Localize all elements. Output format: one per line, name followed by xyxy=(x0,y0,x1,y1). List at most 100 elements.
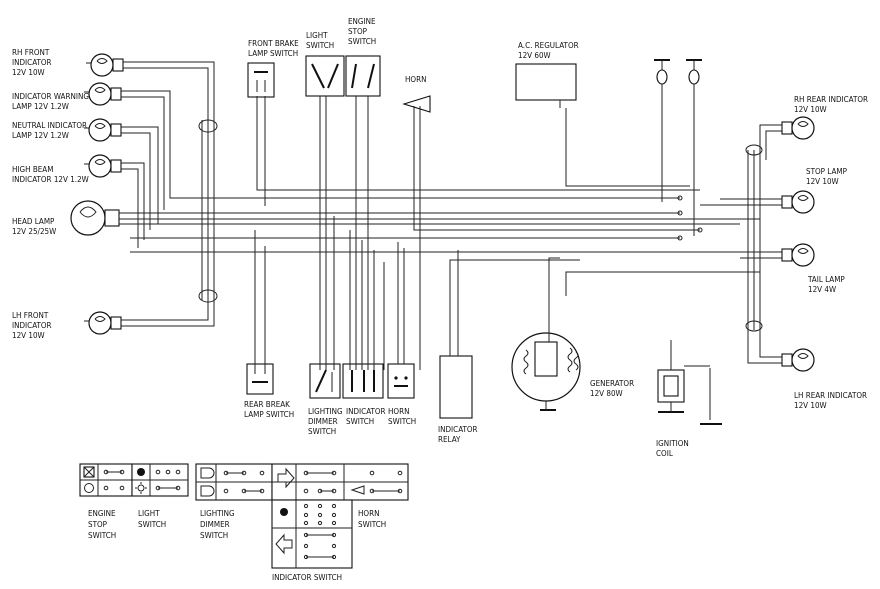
svg-text:SWITCH: SWITCH xyxy=(308,427,336,436)
label-front-brake-lamp-switch: FRONT BRAKE LAMP SWITCH xyxy=(248,39,299,58)
svg-text:12V 60W: 12V 60W xyxy=(518,51,551,60)
svg-text:DIMMER: DIMMER xyxy=(200,520,230,529)
svg-text:STOP LAMP: STOP LAMP xyxy=(806,167,848,176)
legend-lighting-dimmer-switch-table xyxy=(195,463,273,501)
horn-symbol xyxy=(402,95,431,120)
svg-text:12V 10W: 12V 10W xyxy=(12,331,45,340)
high-beam-indicator-bulb xyxy=(83,154,128,178)
svg-text:INDICATOR: INDICATOR xyxy=(438,425,478,434)
svg-text:RELAY: RELAY xyxy=(438,435,461,444)
lighting-dimmer-switch-box xyxy=(309,363,341,399)
svg-text:INDICATOR: INDICATOR xyxy=(12,321,52,330)
legend-label-engine-stop-switch: ENGINE STOP SWITCH xyxy=(88,509,116,540)
label-neutral-indicator-lamp: NEUTRAL INDICATOR LAMP 12V 1.2W xyxy=(12,121,87,140)
svg-text:STOP: STOP xyxy=(88,520,108,529)
svg-text:ENGINE: ENGINE xyxy=(88,509,116,518)
label-engine-stop-switch: ENGINE STOP SWITCH xyxy=(348,17,376,46)
svg-text:INDICATOR: INDICATOR xyxy=(346,407,386,416)
svg-text:HIGH BEAM: HIGH BEAM xyxy=(12,165,53,174)
label-indicator-warning-lamp: INDICATOR WARNING LAMP 12V 1.2W xyxy=(12,92,89,111)
label-rh-front-indicator: RH FRONT INDICATOR 12V 10W xyxy=(12,48,52,77)
svg-text:REAR BREAK: REAR BREAK xyxy=(244,400,290,409)
indicator-switch-box xyxy=(342,363,384,399)
svg-text:STOP: STOP xyxy=(348,27,368,36)
label-light-switch: LIGHT SWITCH xyxy=(306,31,334,50)
svg-text:INDICATOR WARNING: INDICATOR WARNING xyxy=(12,92,89,101)
svg-text:SWITCH: SWITCH xyxy=(358,520,386,529)
wiring-harness xyxy=(119,61,776,370)
head-lamp-bulb xyxy=(70,200,120,236)
indicator-relay-box xyxy=(439,342,473,419)
label-tail-lamp: TAIL LAMP 12V 4W xyxy=(807,275,845,294)
label-high-beam-indicator: HIGH BEAM INDICATOR 12V 1.2W xyxy=(12,165,89,184)
legend-label-light-switch: LIGHT SWITCH xyxy=(138,509,166,529)
svg-text:COIL: COIL xyxy=(656,449,673,458)
svg-text:LIGHTING: LIGHTING xyxy=(200,509,235,518)
horn-switch-box xyxy=(387,363,415,399)
svg-text:LAMP SWITCH: LAMP SWITCH xyxy=(248,49,298,58)
ground-terminals xyxy=(654,59,702,85)
generator-symbol xyxy=(511,296,581,411)
label-indicator-relay: INDICATOR RELAY xyxy=(438,425,478,444)
svg-text:LAMP SWITCH: LAMP SWITCH xyxy=(244,410,294,419)
light-switch-box xyxy=(305,55,345,97)
label-rh-rear-indicator: RH REAR INDICATOR 12V 10W xyxy=(794,95,868,114)
ignition-coil-symbol xyxy=(657,340,722,425)
svg-text:GENERATOR: GENERATOR xyxy=(590,379,634,388)
svg-text:INDICATOR: INDICATOR xyxy=(12,58,52,67)
legend-label-indicator-switch: INDICATOR SWITCH xyxy=(272,573,342,582)
svg-text:FRONT BRAKE: FRONT BRAKE xyxy=(248,39,299,48)
svg-text:RH FRONT: RH FRONT xyxy=(12,48,50,57)
svg-text:LAMP 12V 1.2W: LAMP 12V 1.2W xyxy=(12,102,69,111)
stop-lamp-bulb xyxy=(775,190,815,214)
svg-text:INDICATOR 12V 1.2W: INDICATOR 12V 1.2W xyxy=(12,175,89,184)
label-ignition-coil: IGNITION COIL xyxy=(656,439,689,458)
label-rear-break-lamp-switch: REAR BREAK LAMP SWITCH xyxy=(244,400,294,419)
svg-text:NEUTRAL INDICATOR: NEUTRAL INDICATOR xyxy=(12,121,87,130)
legend-engine-stop-switch-table xyxy=(79,463,133,497)
legend-indicator-switch-table xyxy=(271,499,353,569)
svg-text:SWITCH: SWITCH xyxy=(306,41,334,50)
legend-label-horn-switch: HORN SWITCH xyxy=(358,509,386,529)
svg-text:SWITCH: SWITCH xyxy=(388,417,416,426)
svg-text:12V 4W: 12V 4W xyxy=(808,285,836,294)
tail-lamp-bulb xyxy=(775,243,815,267)
label-horn: HORN xyxy=(405,75,426,84)
svg-text:SWITCH: SWITCH xyxy=(346,417,374,426)
svg-text:LAMP 12V 1.2W: LAMP 12V 1.2W xyxy=(12,131,69,140)
svg-text:SWITCH: SWITCH xyxy=(88,531,116,540)
rh-rear-indicator-bulb xyxy=(775,116,815,140)
svg-text:HORN: HORN xyxy=(388,407,409,416)
svg-text:DIMMER: DIMMER xyxy=(308,417,338,426)
svg-text:LIGHT: LIGHT xyxy=(138,509,160,518)
svg-text:LH REAR INDICATOR: LH REAR INDICATOR xyxy=(794,391,867,400)
svg-text:A.C. REGULATOR: A.C. REGULATOR xyxy=(518,41,579,50)
svg-text:INDICATOR SWITCH: INDICATOR SWITCH xyxy=(272,573,342,582)
svg-text:HORN: HORN xyxy=(358,509,379,518)
svg-text:12V 10W: 12V 10W xyxy=(794,105,827,114)
svg-text:12V 10W: 12V 10W xyxy=(12,68,45,77)
lh-front-indicator-bulb xyxy=(83,311,128,335)
legend-light-switch-table xyxy=(131,463,189,497)
label-generator: GENERATOR 12V 80W xyxy=(590,379,634,398)
svg-text:HORN: HORN xyxy=(405,75,426,84)
legend-label-lighting-dimmer-switch: LIGHTING DIMMER SWITCH xyxy=(200,509,235,540)
svg-text:SWITCH: SWITCH xyxy=(348,37,376,46)
legend-horn-indicator-table xyxy=(271,463,409,501)
svg-text:12V 25/25W: 12V 25/25W xyxy=(12,227,56,236)
svg-text:ENGINE: ENGINE xyxy=(348,17,376,26)
label-indicator-switch: INDICATOR SWITCH xyxy=(346,407,386,426)
rh-front-indicator-bulb xyxy=(85,53,130,77)
svg-text:SWITCH: SWITCH xyxy=(138,520,166,529)
ac-regulator-box xyxy=(515,63,577,108)
indicator-warning-lamp-bulb xyxy=(83,82,128,106)
svg-text:12V 10W: 12V 10W xyxy=(806,177,839,186)
svg-text:LIGHT: LIGHT xyxy=(306,31,328,40)
svg-text:12V 10W: 12V 10W xyxy=(794,401,827,410)
label-head-lamp: HEAD LAMP 12V 25/25W xyxy=(12,217,56,236)
lh-rear-indicator-bulb xyxy=(775,348,815,372)
label-lighting-dimmer-switch: LIGHTING DIMMER SWITCH xyxy=(308,407,343,436)
svg-text:IGNITION: IGNITION xyxy=(656,439,689,448)
svg-text:LH FRONT: LH FRONT xyxy=(12,311,49,320)
